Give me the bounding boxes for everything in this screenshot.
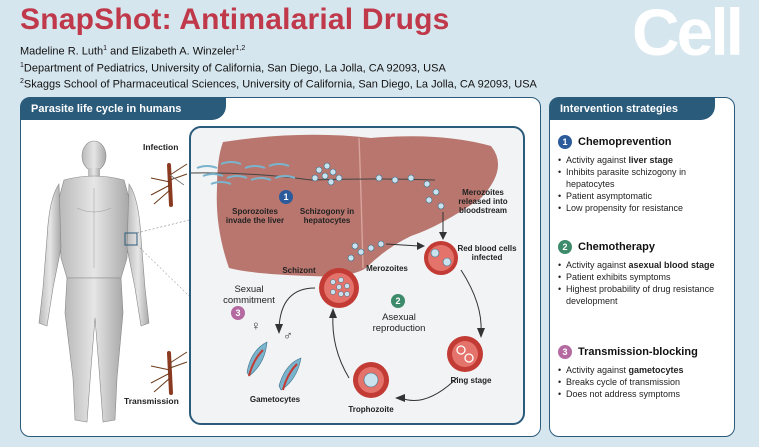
lifecycle-detail-box: 1 Sporozoites invade the liver Schizogon… [189, 126, 525, 425]
bullet: Breaks cycle of transmission [558, 376, 732, 388]
bullet: Highest probability of drug resistance d… [558, 283, 732, 307]
bullet: Patient exhibits symptoms [558, 271, 732, 283]
female-symbol-icon: ♀ [251, 318, 261, 333]
strategy-title: 2 Chemotherapy [558, 239, 732, 255]
bullet: Patient asymptomatic [558, 190, 732, 202]
strategies-panel: Intervention strategies 1 Chemopreventio… [549, 97, 735, 437]
bullet: Activity against liver stage [558, 154, 732, 166]
author-line: Madeline R. Luth1 and Elizabeth A. Winze… [20, 45, 246, 58]
page-title: SnapShot: Antimalarial Drugs [20, 3, 450, 36]
strategy-number: 1 [558, 135, 572, 149]
transmission-label: Transmission [124, 396, 179, 406]
strategy-bullets: Activity against liver stage Inhibits pa… [558, 154, 732, 214]
strategy-title: 1 Chemoprevention [558, 134, 732, 150]
strategy-number: 2 [558, 240, 572, 254]
liver-shape [216, 134, 499, 277]
asexual-reproduction-label: Asexual reproduction [372, 312, 426, 334]
mosquito-transmission-icon [150, 351, 188, 395]
stage1-marker: 1 [279, 190, 293, 204]
bullet: Inhibits parasite schizogony in hepatocy… [558, 166, 732, 190]
infection-label: Infection [143, 142, 179, 152]
author-block: Madeline R. Luth1 and Elizabeth A. Winze… [20, 42, 537, 92]
bullet: Does not address symptoms [558, 388, 732, 400]
sporozoites-label: Sporozoites invade the liver [225, 207, 285, 225]
strategy-chemoprevention: 1 Chemoprevention Activity against liver… [558, 134, 732, 214]
strategy-bullets: Activity against asexual blood stage Pat… [558, 259, 732, 307]
strategy-title-text: Transmission-blocking [578, 346, 698, 358]
strategy-bullets: Activity against gametocytes Breaks cycl… [558, 364, 732, 400]
ring-stage-label: Ring stage [450, 376, 492, 385]
gametocytes-label: Gametocytes [249, 395, 301, 404]
strategy-title-text: Chemoprevention [578, 136, 672, 148]
merozoites-released-label: Merozoites released into bloodstream [458, 188, 508, 215]
male-symbol-icon: ♂ [283, 328, 293, 343]
stage2-marker: 2 [391, 294, 405, 308]
bullet: Low propensity for resistance [558, 202, 732, 214]
lifecycle-diagram [191, 134, 499, 402]
bullet: Activity against gametocytes [558, 364, 732, 376]
cell-logo: Cell [631, 0, 744, 69]
affiliation-2: 2Skaggs School of Pharmaceutical Science… [20, 78, 537, 91]
strategy-number: 3 [558, 345, 572, 359]
schizont-label: Schizont [282, 266, 316, 275]
affiliation-1: 1Department of Pediatrics, University of… [20, 61, 446, 75]
lifecycle-panel: Parasite life cycle in humans Infection … [20, 97, 541, 437]
sexual-commitment-label: Sexual commitment [223, 284, 275, 306]
strategies-header: Intervention strategies [550, 98, 715, 120]
merozoites-label: Merozoites [366, 264, 408, 273]
trophozoite-label: Trophozoite [348, 405, 394, 414]
strategy-title: 3 Transmission-blocking [558, 344, 732, 360]
rbc-infected-label: Red blood cells infected [457, 244, 517, 262]
mosquito-icon [150, 163, 188, 207]
strategy-transmission-blocking: 3 Transmission-blocking Activity against… [558, 344, 732, 400]
bullet: Activity against asexual blood stage [558, 259, 732, 271]
zoom-lines [124, 219, 190, 297]
human-figure [38, 140, 150, 423]
lifecycle-header: Parasite life cycle in humans [21, 98, 226, 120]
stage3-marker: 3 [231, 306, 245, 320]
schizogony-label: Schizogony in hepatocytes [299, 207, 355, 225]
strategy-chemotherapy: 2 Chemotherapy Activity against asexual … [558, 239, 732, 307]
strategy-title-text: Chemotherapy [578, 241, 656, 253]
